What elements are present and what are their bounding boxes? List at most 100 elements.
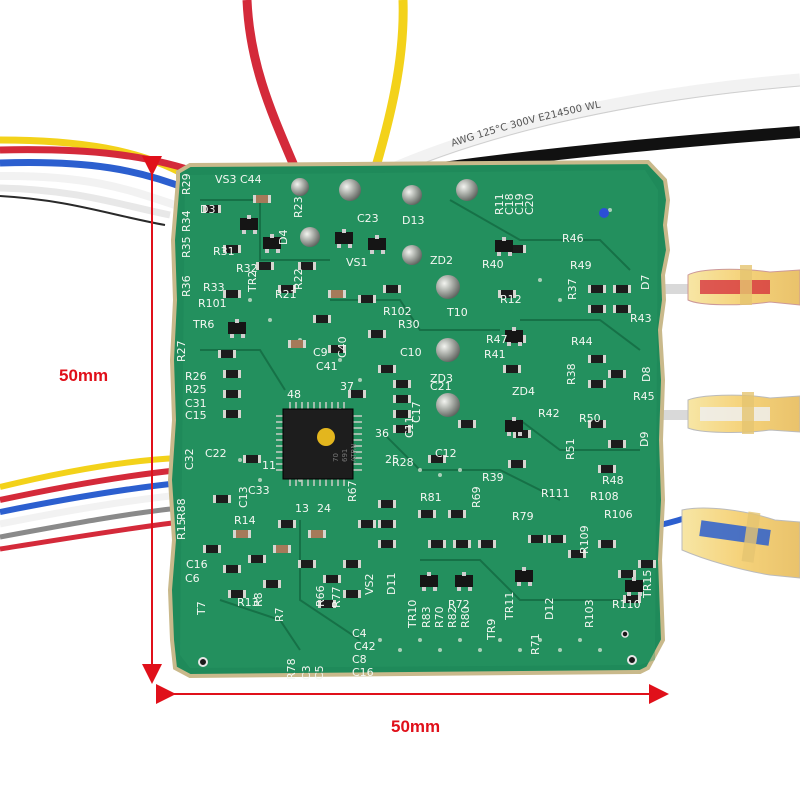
silkscreen-label: C10 [400,346,422,359]
silkscreen-label: R37 [566,278,579,300]
silkscreen-label: C31 [185,397,207,410]
smd-resistor [588,355,606,363]
smd-resistor [613,305,631,313]
silkscreen-label: R49 [570,259,592,272]
silkscreen-label: R35 [180,236,193,258]
smd-transistor [625,577,643,596]
smd-resistor [223,410,241,418]
smd-resistor [478,540,496,548]
chip-pin-number: 25 [385,453,399,466]
silkscreen-label: R21 [275,288,297,301]
smd-resistor [598,540,616,548]
silkscreen-label: R46 [562,232,584,245]
silkscreen-label: C15 [185,409,207,422]
silkscreen-label: D4 [277,230,290,245]
smd-resistor [348,390,366,398]
silkscreen-label: R36 [180,275,193,297]
smd-resistor [278,520,296,528]
silkscreen-label: R14 [234,514,256,527]
silkscreen-label: T10 [446,306,468,319]
smd-transistor [228,319,246,338]
silkscreen-label: D7 [639,275,652,290]
smd-capacitor [308,530,326,538]
smd-resistor [393,380,411,388]
silkscreen-label: C11 [403,416,416,438]
silkscreen-label: VS1 [346,256,368,269]
silkscreen-label: R41 [484,348,506,361]
smd-resistor [343,560,361,568]
smd-transistor [455,572,473,591]
wire-print-text: AWG 125°C 300V E214500 WL [450,99,602,149]
silkscreen-label: R108 [590,490,619,503]
smd-resistor [613,285,631,293]
silkscreen-label: C4 [352,627,367,640]
smd-resistor [218,350,236,358]
silkscreen-label: R30 [398,318,420,331]
smd-resistor [203,205,221,213]
silkscreen-label: D3 [200,203,215,216]
smd-resistor [393,395,411,403]
smd-resistor [588,420,606,428]
silkscreen-label: C41 [316,360,338,373]
smd-resistor [588,305,606,313]
chip-marking-2: 691 [341,449,349,462]
smd-transistor [505,417,523,436]
smd-resistor [223,290,241,298]
smd-resistor [393,425,411,433]
silkscreen-label: R67 [346,480,359,502]
chip-pin-number: 24 [317,502,331,515]
smd-transistor [368,235,386,254]
silkscreen-label: T7 [195,601,208,616]
smd-resistor [458,420,476,428]
silkscreen-label: R82 [446,606,459,628]
silkscreen-label: R45 [633,390,655,403]
silkscreen-label: R48 [602,474,624,487]
silkscreen-label: R78 [285,658,298,680]
silkscreen-label: R38 [565,363,578,385]
smd-resistor [203,545,221,553]
silkscreen-label: C16 [352,666,374,679]
connector-red [660,265,800,306]
smd-resistor [418,510,436,518]
silkscreen-label: R26 [185,370,207,383]
wire-red-top [242,0,305,182]
smd-resistor [453,540,471,548]
silkscreen-label: D9 [638,432,651,447]
silkscreen-label: VS3 [215,173,237,186]
smd-resistor [223,370,241,378]
silkscreen-label: C21 [430,380,452,393]
smd-resistor [298,560,316,568]
connector-white [660,392,800,434]
smd-resistor [278,285,296,293]
silkscreen-label: TR11 [503,592,516,621]
silkscreen-label: R43 [630,312,652,325]
silkscreen-label: R42 [538,407,560,420]
silkscreen-label: R80 [459,606,472,628]
smd-resistor [618,570,636,578]
microcontroller-chip: 70 691 ATRN [276,402,362,486]
silkscreen-label: C13 [237,486,250,508]
smd-resistor [508,460,526,468]
chip-pin-number: 11 [262,459,276,472]
silkscreen-label: R81 [420,491,442,504]
silkscreen-label: R101 [198,297,227,310]
silkscreen-label: R70 [433,606,446,628]
smd-components [203,195,656,608]
silkscreen-label: C42 [354,640,376,653]
silkscreen-label: R110 [612,598,641,611]
smd-resistor [243,455,261,463]
silkscreen-label: R111 [541,487,570,500]
silkscreen-label: C17 [410,401,423,423]
smd-resistor [393,410,411,418]
silkscreen-label: ZD3 [430,372,453,385]
connector-blue [659,507,800,579]
silkscreen-label: R27 [175,340,188,362]
smd-resistor [223,390,241,398]
smd-resistor [638,560,656,568]
silkscreen-label: R77 [330,586,343,608]
smd-transistor [240,215,258,234]
silkscreen-label: R47 [486,333,508,346]
smd-resistor [588,380,606,388]
smd-resistor [368,330,386,338]
